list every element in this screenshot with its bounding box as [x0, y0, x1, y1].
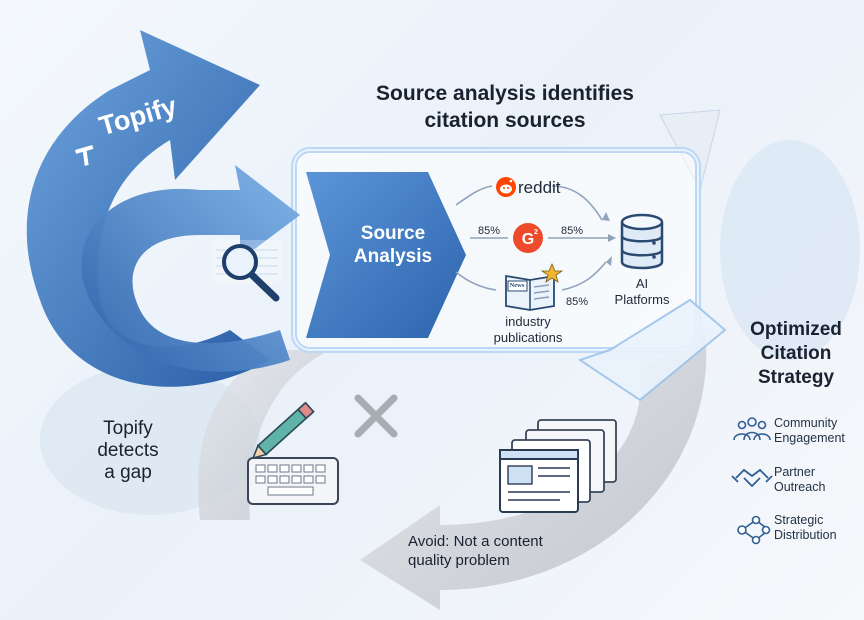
detects-gap-line-3: a gap — [104, 462, 152, 483]
avoid-note-line-1: Avoid: Not a content — [408, 533, 543, 550]
inner-flow-arrow — [81, 165, 300, 372]
source-connectors — [455, 185, 616, 291]
avoid-note: Avoid: Not a content quality problem — [408, 532, 598, 570]
publications-line-1: industry — [505, 314, 551, 329]
strategy-item-distribution-line-1: Strategic — [774, 513, 824, 527]
grey-cycle-arrow-left — [198, 350, 330, 520]
source-analysis-line-2: Analysis — [353, 246, 433, 267]
network-icon — [737, 515, 771, 545]
strategy-title-line-3: Strategy — [757, 367, 835, 388]
g2-superscript: 2 — [534, 229, 538, 236]
pencil-keyboard-icon — [247, 401, 339, 505]
percentage-left: 85% — [478, 225, 501, 237]
publication-icon — [505, 262, 564, 311]
search-document-icon — [212, 240, 282, 302]
analysis-panel-inner-border — [293, 149, 699, 351]
topify-arrow — [26, 30, 271, 387]
reddit-icon — [496, 177, 516, 197]
title-line-2: citation sources — [424, 109, 586, 132]
grey-cycle-arrow — [360, 330, 707, 610]
reddit-label: reddit — [518, 178, 561, 197]
publications-line-2: publications — [493, 330, 563, 345]
strategy-title-line-2: Citation — [760, 343, 832, 364]
strategy-item-community-line-1: Community — [774, 416, 838, 430]
g2-icon — [513, 223, 543, 253]
g2-label: G — [522, 231, 534, 248]
detects-gap-line-2: detects — [97, 440, 159, 461]
database-icon — [620, 213, 664, 270]
cross-icon — [354, 394, 398, 438]
percentage-right-bottom: 85% — [566, 296, 589, 308]
strategy-item-partner: Partner Outreach — [774, 465, 825, 495]
news-badge: News — [510, 282, 525, 289]
strategy-arrow — [577, 298, 727, 402]
source-analysis-line-1: Source — [360, 223, 426, 244]
detects-gap-label: Topify detects a gap — [78, 418, 178, 484]
source-analysis-label: Source Analysis — [332, 222, 454, 268]
publications-label: industry publications — [486, 314, 570, 346]
source-analysis-block — [306, 172, 466, 338]
strategy-title-line-1: Optimized — [750, 319, 842, 340]
detects-gap-line-1: Topify — [103, 418, 153, 439]
topify-logo-icon — [75, 145, 94, 166]
handshake-icon — [731, 468, 773, 488]
strategy-item-distribution: Strategic Distribution — [774, 513, 837, 543]
diagram-title: Source analysis identifies citation sour… — [325, 80, 685, 134]
strategy-item-partner-line-1: Partner — [774, 465, 815, 479]
avoid-note-line-2: quality problem — [408, 552, 510, 569]
stacked-documents-icon — [499, 419, 617, 513]
strategy-item-distribution-line-2: Distribution — [774, 528, 837, 542]
ai-platforms-line-2: Platforms — [614, 292, 670, 307]
strategy-item-partner-line-2: Outreach — [774, 480, 826, 494]
strategy-title: Optimized Citation Strategy — [728, 318, 864, 390]
strategy-item-community-line-2: Engagement — [774, 431, 845, 445]
ai-platforms-label: AI Platforms — [604, 276, 680, 308]
community-icon — [733, 417, 771, 441]
background-blob — [720, 140, 860, 360]
percentage-right-top: 85% — [561, 225, 584, 237]
ai-platforms-line-1: AI — [635, 276, 649, 291]
title-line-1: Source analysis identifies — [376, 82, 634, 105]
strategy-item-community: Community Engagement — [774, 416, 845, 446]
